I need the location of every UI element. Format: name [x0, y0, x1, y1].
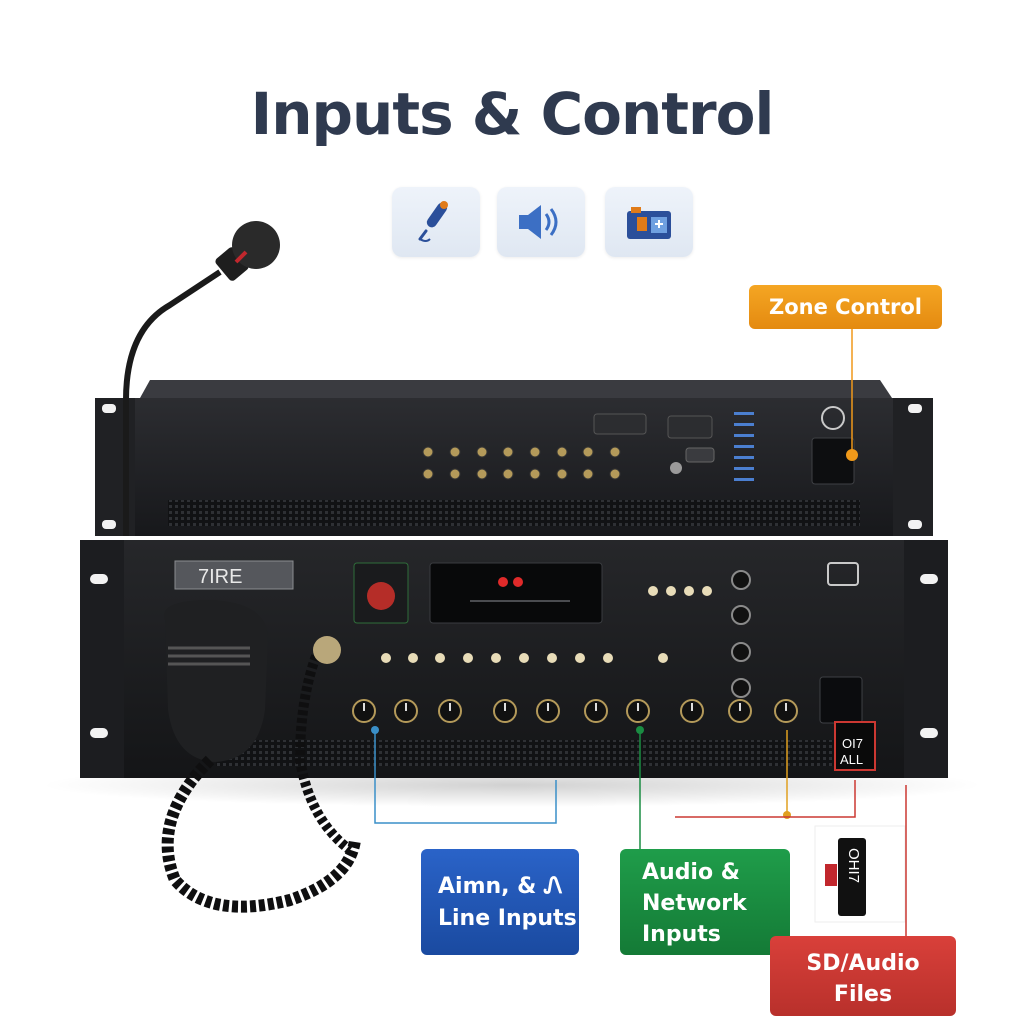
input-jack [529, 446, 541, 458]
front-panel-logo: 7IRE [198, 566, 242, 588]
rack-hole [920, 728, 938, 738]
input-jack [476, 468, 488, 480]
gooseneck-microphone [123, 221, 280, 536]
input-jack [529, 468, 541, 480]
input-jack [556, 446, 568, 458]
zone-control-label: Zone Control [769, 295, 922, 319]
channel-led [408, 653, 418, 663]
vent-grille [168, 500, 860, 526]
channel-led [435, 653, 445, 663]
mic-line-volume-knobs [352, 699, 798, 723]
rack-hole [908, 404, 922, 413]
control-knob [731, 642, 751, 662]
status-led [734, 456, 754, 459]
rack-hole [102, 520, 116, 529]
input-jack [502, 468, 514, 480]
display-screen [429, 562, 603, 624]
rack-hole [90, 728, 108, 738]
input-jack [449, 468, 461, 480]
sd-card-illustration: OHI7 [814, 825, 906, 923]
zone-control-switch [811, 437, 855, 485]
all-call-label: ALL [840, 752, 863, 767]
record-indicator [367, 582, 395, 610]
channel-led [658, 653, 668, 663]
status-led [734, 467, 754, 470]
rack-hole [90, 574, 108, 584]
callout-line: Aimn, & Ꮑ [438, 874, 563, 899]
input-jack [422, 446, 434, 458]
status-led [734, 445, 754, 448]
control-knob [731, 605, 751, 625]
input-jack [582, 446, 594, 458]
callout-line: SD/Audio [806, 951, 920, 976]
power-switch [819, 676, 863, 724]
mic-jack [313, 636, 341, 664]
brand-logo-icon [821, 406, 845, 430]
channel-led [463, 653, 473, 663]
status-led [734, 423, 754, 426]
input-jack [670, 462, 682, 474]
input-jack [422, 468, 434, 480]
callout-line: Files [833, 982, 893, 1007]
status-led [734, 412, 754, 415]
top-rack-unit [95, 380, 933, 536]
page-title: Inputs & Control [250, 80, 775, 148]
channel-led [491, 653, 501, 663]
input-jack [556, 468, 568, 480]
control-knob [731, 570, 751, 590]
control-knob [731, 678, 751, 698]
callout-line: Line Inputs [438, 906, 577, 931]
microphone-icon [392, 187, 480, 257]
channel-led [648, 586, 658, 596]
front-logo-plate [174, 560, 294, 590]
handheld-paging-microphone [161, 600, 361, 913]
input-jack [582, 468, 594, 480]
callout-line: Audio & [642, 860, 740, 885]
brand-logo-icon [827, 562, 859, 586]
all-call-label: OI7 [842, 736, 863, 751]
input-jack [502, 446, 514, 458]
rack-hole [908, 520, 922, 529]
channel-led [603, 653, 613, 663]
top-input-jacks [422, 446, 682, 480]
channel-led [519, 653, 529, 663]
channel-led [575, 653, 585, 663]
connector [667, 415, 713, 439]
zone-control-callout: Zone Control [749, 285, 942, 329]
sd-card-label: OHI7 [845, 848, 862, 883]
channel-led [547, 653, 557, 663]
connector [593, 413, 647, 435]
vent-grille [216, 740, 856, 766]
input-jack [449, 446, 461, 458]
channel-led [684, 586, 694, 596]
status-led [734, 434, 754, 437]
bottom-rack-unit: 7IRE OI7 ALL [80, 540, 948, 778]
mic-line-inputs-callout: Aimn, & Ꮑ Line Inputs [421, 849, 579, 955]
callout-leader-lines [371, 329, 907, 936]
rack-hole [920, 574, 938, 584]
audio-network-inputs-callout: Audio & Network Inputs [620, 849, 790, 955]
callout-line: Inputs [642, 922, 721, 947]
channel-led [381, 653, 391, 663]
rack-hole [102, 404, 116, 413]
input-jack [476, 446, 488, 458]
input-jack [609, 446, 621, 458]
all-call-button [834, 721, 876, 771]
status-led [734, 478, 754, 481]
callout-line: Network [642, 891, 747, 916]
sd-audio-files-callout: SD/Audio Files [770, 936, 956, 1016]
channel-led [666, 586, 676, 596]
speaker-volume-icon [497, 187, 585, 257]
input-jack [609, 468, 621, 480]
camera-media-icon [605, 187, 693, 257]
channel-led [702, 586, 712, 596]
